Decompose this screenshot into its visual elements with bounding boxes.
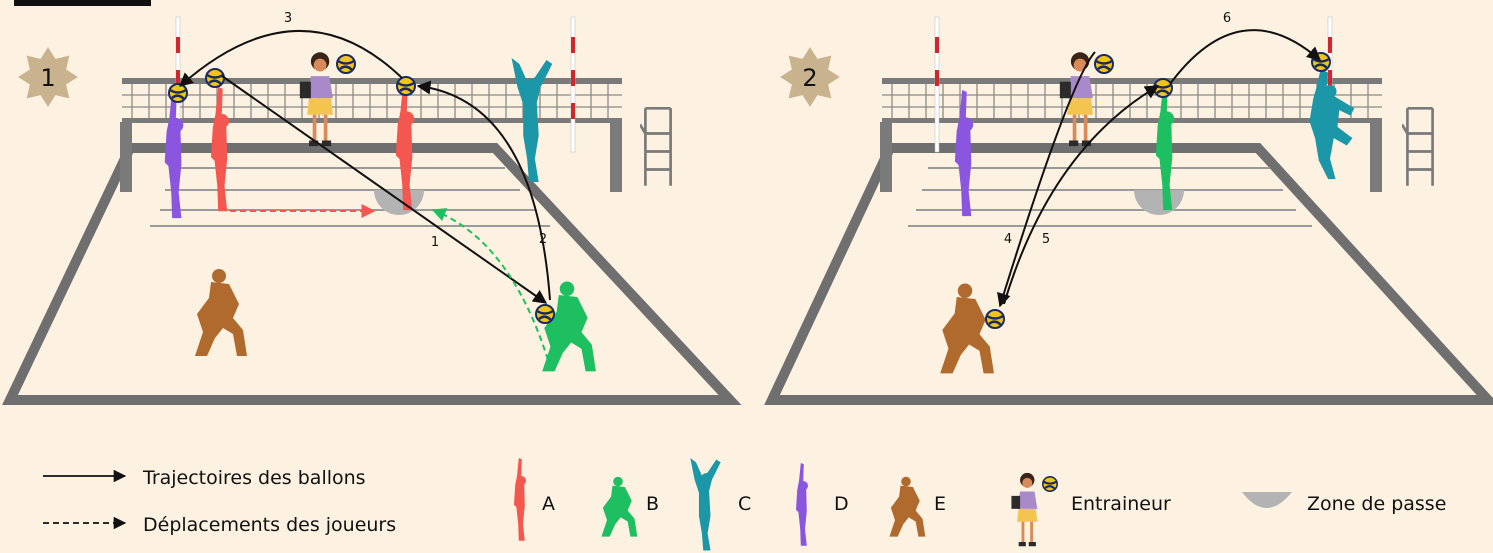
legend-ball-trajectory: Trajectoires des ballons — [142, 467, 366, 489]
volleyball-net — [882, 78, 1382, 123]
ball-icon — [397, 77, 415, 95]
coach-figure — [300, 52, 333, 146]
volleyball-net — [122, 78, 622, 123]
legend-player-movement: Déplacements des joueurs — [143, 514, 396, 536]
player-c-attack — [1309, 69, 1354, 179]
header-bar — [14, 0, 151, 6]
step-label: 4 — [1004, 232, 1012, 247]
ball-icon — [206, 69, 224, 87]
ball-icon — [1095, 55, 1113, 73]
referee-chair-icon — [640, 108, 671, 185]
legend-player-a: A — [542, 493, 555, 515]
legend-pass-zone-icon — [1242, 492, 1292, 508]
player-d — [165, 90, 184, 218]
legend-player-b: B — [646, 493, 659, 515]
legend-player-e: E — [934, 493, 946, 515]
antenna-left — [935, 17, 939, 152]
trajectory-6 — [1170, 30, 1320, 84]
legend-player-c: C — [738, 493, 751, 515]
antenna-right — [571, 17, 575, 152]
panel-1: 1 1 2 3 — [10, 11, 730, 400]
step-label: 6 — [1223, 11, 1231, 26]
ball-icon — [169, 84, 187, 102]
panel-number: 2 — [802, 64, 817, 92]
step-label: 5 — [1042, 232, 1050, 247]
ball-icon — [986, 310, 1004, 328]
legend-player-d: D — [834, 493, 849, 515]
ball-icon — [536, 305, 554, 323]
legend-player-a-icon — [514, 458, 526, 541]
legend-player-e-icon — [889, 477, 925, 537]
panel-number: 1 — [40, 64, 55, 92]
coach-figure — [1060, 52, 1093, 146]
post-left — [120, 122, 132, 192]
post-right — [610, 122, 622, 192]
player-e — [195, 269, 247, 356]
legend-player-b-icon — [601, 477, 637, 537]
post-left — [880, 122, 892, 192]
legend-coach: Entraineur — [1071, 493, 1171, 515]
legend-player-c-icon — [690, 458, 720, 551]
player-d — [955, 90, 973, 216]
ball-icon — [1043, 477, 1057, 491]
panel-2: 2 4 5 6 — [772, 11, 1488, 400]
step-label: 1 — [431, 235, 439, 250]
step-label: 2 — [539, 232, 547, 247]
legend: Trajectoires des ballons Déplacements de… — [43, 458, 1446, 551]
movement-b — [433, 210, 548, 360]
legend-pass-zone: Zone de passe — [1307, 493, 1446, 515]
referee-chair-icon — [1402, 108, 1433, 185]
court-lines — [150, 168, 550, 226]
ball-icon — [337, 55, 355, 73]
player-a-start — [211, 87, 229, 211]
player-e — [940, 284, 994, 374]
pass-zone — [1134, 190, 1184, 215]
step-label: 3 — [284, 11, 292, 26]
legend-coach-icon — [1011, 473, 1037, 546]
post-right — [1370, 122, 1382, 192]
legend-player-d-icon — [796, 463, 808, 546]
ball-icon — [1154, 79, 1172, 97]
